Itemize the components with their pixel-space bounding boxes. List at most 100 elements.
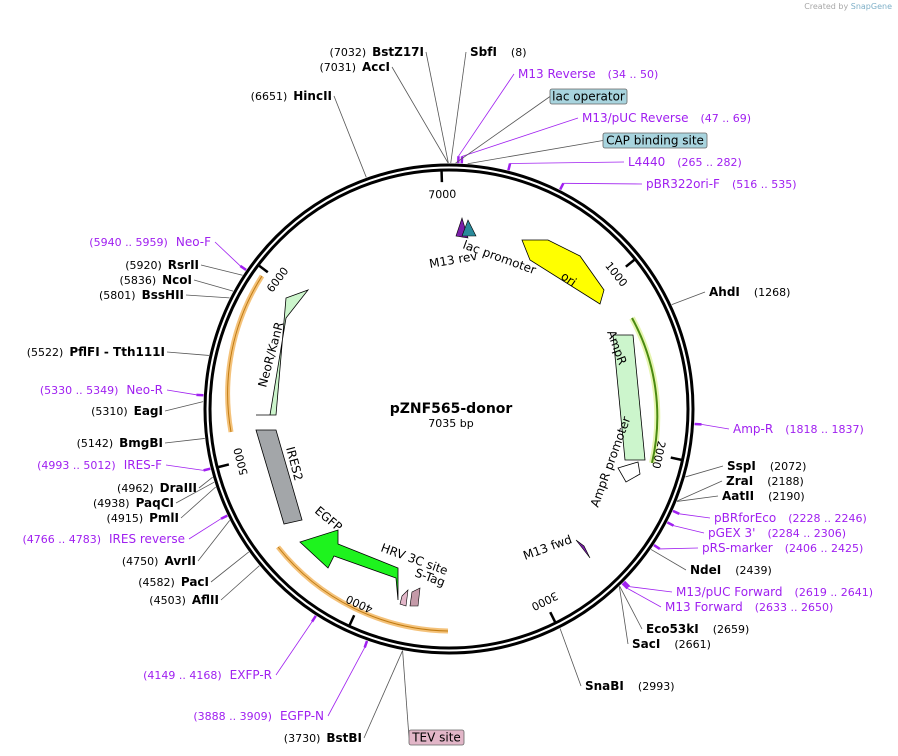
enzyme-site[interactable]: AvrII(4750) bbox=[122, 554, 196, 568]
enzyme-site[interactable]: RsrII(5920) bbox=[125, 258, 199, 272]
enzyme-position: (2188) bbox=[767, 475, 804, 488]
primer-range: (3888 .. 3909) bbox=[193, 710, 272, 723]
primer-site[interactable]: IRES-F(4993 .. 5012) bbox=[37, 458, 162, 472]
primer-name: pRS-marker bbox=[702, 541, 773, 555]
enzyme-name: BstBI bbox=[326, 731, 362, 745]
ori-feature-arrow[interactable] bbox=[521, 239, 605, 305]
primer-site[interactable]: M13/pUC Forward(2619 .. 2641) bbox=[676, 585, 873, 599]
enzyme-site[interactable]: SnaBI(2993) bbox=[585, 679, 674, 693]
primer-mark bbox=[507, 163, 512, 171]
boxed-feature[interactable]: CAP binding site bbox=[602, 132, 708, 149]
primer-leader bbox=[165, 464, 204, 471]
enzyme-site[interactable]: Eco53kI(2659) bbox=[646, 622, 749, 636]
primer-range: (2228 .. 2246) bbox=[788, 512, 867, 525]
enzyme-site[interactable]: BmgBI(5142) bbox=[77, 436, 163, 450]
boxed-feature[interactable]: lac operator bbox=[549, 88, 628, 105]
enzyme-site[interactable]: SacI(2661) bbox=[632, 637, 711, 651]
enzyme-site[interactable]: PacI(4582) bbox=[138, 575, 209, 589]
enzyme-name: NdeI bbox=[690, 563, 721, 577]
primer-site[interactable]: Amp-R(1818 .. 1837) bbox=[733, 422, 864, 436]
m13rev-label: M13 rev bbox=[428, 249, 478, 271]
enzyme-site[interactable]: PflFI - Tth111I(5522) bbox=[27, 345, 165, 359]
egfp-feature-arrow[interactable] bbox=[299, 529, 399, 601]
enzyme-site[interactable]: BssHII(5801) bbox=[99, 288, 184, 302]
tick-label: 2000 bbox=[649, 440, 668, 470]
enzyme-name: SacI bbox=[632, 637, 660, 651]
enzyme-leader bbox=[425, 51, 449, 164]
ampr-promoter-label: AmpR promoter bbox=[588, 415, 634, 509]
primer-mark bbox=[559, 182, 565, 191]
enzyme-name: AatII bbox=[722, 489, 754, 503]
primer-site[interactable]: Neo-F(5940 .. 5959) bbox=[89, 235, 211, 249]
enzyme-leader bbox=[685, 465, 724, 478]
enzyme-leader bbox=[671, 291, 706, 305]
enzyme-site[interactable]: DraIII(4962) bbox=[117, 481, 197, 495]
neokan-feature-arrow[interactable] bbox=[256, 289, 310, 416]
enzyme-site[interactable]: NdeI(2439) bbox=[690, 563, 772, 577]
enzyme-position: (5142) bbox=[77, 437, 114, 450]
enzyme-position: (5836) bbox=[120, 274, 157, 287]
enzyme-site[interactable]: PmlI (4915) bbox=[107, 511, 179, 525]
primer-name: M13 Forward bbox=[665, 600, 743, 614]
enzyme-site[interactable]: SbfI(8) bbox=[470, 45, 527, 59]
primer-name: Amp-R bbox=[733, 422, 773, 436]
enzyme-site[interactable]: AflII(4503) bbox=[149, 593, 219, 607]
primer-site[interactable]: pBR322ori-F(516 .. 535) bbox=[646, 177, 797, 191]
enzyme-site[interactable]: AatII(2190) bbox=[722, 489, 805, 503]
enzyme-name: PmlI bbox=[149, 511, 179, 525]
primer-site[interactable]: L4440(265 .. 282) bbox=[628, 155, 742, 169]
enzyme-name: NcoI bbox=[162, 273, 192, 287]
primer-site[interactable]: M13/pUC Reverse(47 .. 69) bbox=[582, 111, 751, 125]
enzyme-site[interactable]: SspI(2072) bbox=[727, 459, 806, 473]
enzyme-name: BssHII bbox=[142, 288, 184, 302]
primer-range: (2619 .. 2641) bbox=[795, 586, 874, 599]
enzyme-site[interactable]: NcoI (5836) bbox=[120, 273, 192, 287]
enzyme-site[interactable]: AhdI(1268) bbox=[709, 285, 790, 299]
enzyme-site[interactable]: EagI(5310) bbox=[91, 404, 163, 418]
credit-prefix: Created by bbox=[804, 2, 849, 11]
primer-site[interactable]: pBRforEco(2228 .. 2246) bbox=[714, 511, 867, 525]
primer-site[interactable]: EXFP-R(4149 .. 4168) bbox=[143, 668, 272, 682]
enzyme-name: PaqCI bbox=[136, 496, 174, 510]
enzyme-site[interactable]: ZraI(2188) bbox=[726, 474, 804, 488]
primer-range: (2633 .. 2650) bbox=[755, 601, 834, 614]
primer-site[interactable]: EGFP-N (3888 .. 3909) bbox=[193, 709, 324, 723]
primer-site[interactable]: pRS-marker(2406 .. 2425) bbox=[702, 541, 863, 555]
primer-name: EGFP-N bbox=[280, 709, 324, 723]
primer-site[interactable]: M13 Forward (2633 .. 2650) bbox=[665, 600, 833, 614]
primer-mark bbox=[363, 640, 369, 648]
enzyme-site[interactable]: BstBI(3730) bbox=[284, 731, 362, 745]
enzyme-position: (1268) bbox=[754, 286, 791, 299]
feature-leader bbox=[402, 650, 410, 738]
enzyme-site[interactable]: AccI(7031) bbox=[319, 60, 390, 74]
primer-site[interactable]: IRES reverse(4766 .. 4783) bbox=[22, 532, 185, 546]
enzyme-name: DraIII bbox=[160, 481, 197, 495]
primer-leader bbox=[563, 182, 643, 185]
enzyme-name: RsrII bbox=[168, 258, 199, 272]
tick-label: 6000 bbox=[264, 265, 291, 295]
primer-site[interactable]: M13 Reverse(34 .. 50) bbox=[518, 67, 658, 81]
primer-mark bbox=[203, 467, 211, 472]
enzyme-leader bbox=[676, 495, 719, 502]
primer-site[interactable]: pGEX 3'(2284 .. 2306) bbox=[708, 526, 846, 540]
enzyme-leader bbox=[164, 401, 204, 412]
enzyme-position: (2072) bbox=[770, 460, 807, 473]
enzyme-site[interactable]: BstZ17I(7032) bbox=[330, 45, 424, 59]
enzyme-name: AflII bbox=[192, 593, 219, 607]
stag-mark bbox=[409, 587, 421, 607]
enzyme-site[interactable]: HincII(6651) bbox=[251, 89, 332, 103]
enzyme-position: (4938) bbox=[93, 497, 130, 510]
feature-box-label: CAP binding site bbox=[606, 134, 704, 148]
primer-leader bbox=[627, 588, 662, 608]
enzyme-position: (4915) bbox=[107, 512, 144, 525]
enzyme-leader bbox=[200, 264, 243, 276]
primer-range: (47 .. 69) bbox=[701, 112, 752, 125]
primer-site[interactable]: Neo-R(5330 .. 5349) bbox=[40, 383, 163, 397]
lac-promoter-mark bbox=[461, 219, 477, 237]
ires2-feature-block[interactable] bbox=[255, 429, 303, 525]
enzyme-site[interactable]: PaqCI (4938) bbox=[93, 496, 174, 510]
boxed-feature[interactable]: TEV site bbox=[408, 729, 465, 746]
ampr-promoter-arrow[interactable] bbox=[617, 461, 641, 483]
ampr-feature-arrow[interactable] bbox=[612, 334, 646, 461]
tick-mark bbox=[670, 456, 682, 462]
